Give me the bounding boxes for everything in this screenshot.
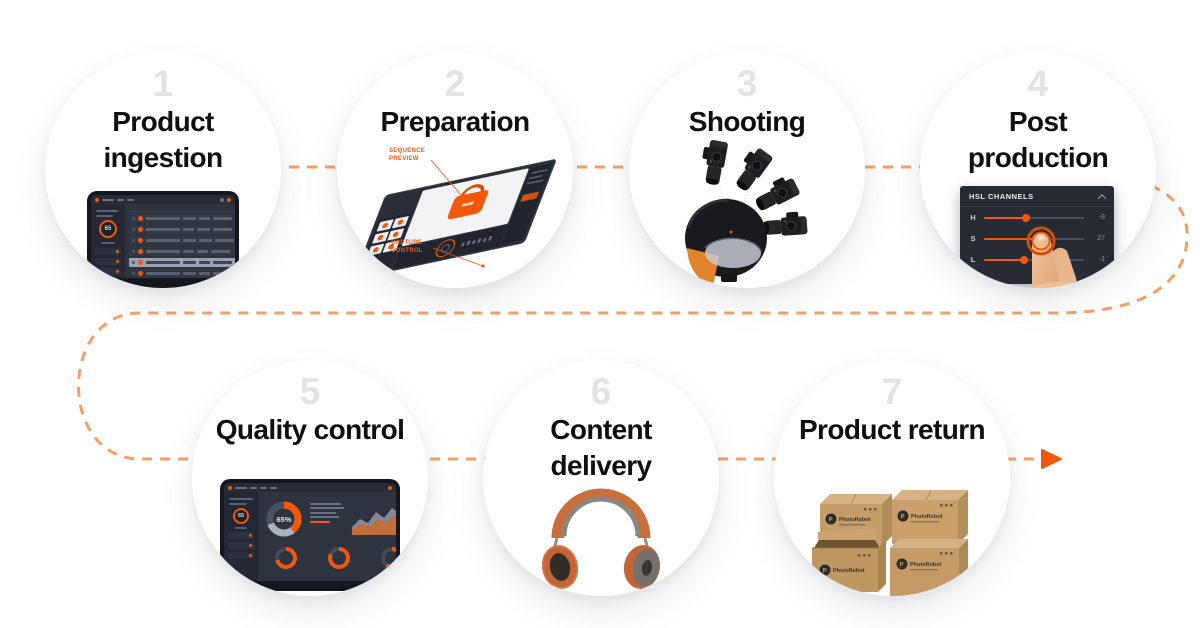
sequence-preview-label: SEQUENCE PREVIEW: [389, 148, 426, 162]
shipping-boxes-illustration: P PhotoRobot P PhotoRobot: [812, 490, 984, 596]
area-chart: [351, 504, 396, 535]
step-title: Product return: [798, 414, 986, 445]
logo-icon: [95, 197, 99, 202]
step-title: Product ingestion: [103, 106, 223, 173]
step-circle-quality-control: 5 Quality control 65: [192, 360, 428, 596]
svg-text:PhotoRobot: PhotoRobot: [911, 514, 943, 520]
capture-control-label: CAPTURE CONTROL: [391, 240, 423, 254]
step-title: Quality control: [215, 414, 405, 445]
donut-chart: 65%: [266, 501, 302, 537]
headphones-illustration: [541, 488, 661, 589]
left-ear-cup: [541, 545, 579, 589]
helmet: [685, 198, 767, 286]
step-title: Preparation: [380, 106, 531, 137]
analytics-dashboard-illustration: 65 65%: [220, 479, 400, 591]
step-title: Content delivery: [550, 414, 652, 481]
dashboard-sidebar: 65: [224, 492, 258, 581]
hue-slider-row: H -8: [970, 213, 1105, 222]
touching-hand-illustration: [1026, 226, 1094, 288]
table-row-selected: [129, 258, 235, 267]
step-number: 7: [881, 371, 903, 412]
step-circle-content-delivery: 6 Content delivery: [483, 360, 719, 596]
step-title: Post production: [967, 106, 1109, 173]
dashboard-sidebar: 65: [91, 204, 125, 278]
step-circle-product-ingestion: 1 Product ingestion 65: [45, 52, 281, 288]
kpi-ring: [275, 547, 298, 569]
table-row: [129, 225, 235, 234]
svg-text:P: P: [829, 517, 833, 523]
touch-ring-outer: [1026, 226, 1056, 256]
arrowhead-icon: [1041, 449, 1062, 469]
dashboard-navbar: [224, 483, 396, 492]
step-number: 1: [152, 63, 174, 104]
step-title: Shooting: [688, 106, 806, 137]
step-circle-product-return: 7 Product return P PhotoRobot: [774, 360, 1010, 596]
step-number: 2: [444, 63, 466, 104]
svg-text:PhotoRobot: PhotoRobot: [833, 568, 865, 574]
step-circle-preparation: 2 Preparation: [337, 52, 573, 288]
svg-text:P: P: [901, 514, 905, 520]
cardboard-box: P PhotoRobot: [890, 539, 968, 596]
callout-line: [430, 159, 468, 203]
hue-slider: [984, 213, 1084, 222]
saturation-value: 27: [1097, 235, 1105, 242]
rotation-gauge: 65: [233, 508, 249, 524]
step-number: 5: [299, 371, 321, 412]
table-row: [129, 247, 235, 256]
svg-text:P: P: [900, 562, 904, 568]
step-number: 3: [736, 63, 758, 104]
hsl-panel-title: HSL CHANNELS: [969, 192, 1034, 201]
sequence-thumbnails: [367, 216, 409, 256]
step-circle-shooting: 3 Shooting: [629, 52, 865, 288]
ingestion-dashboard-illustration: 65: [87, 191, 239, 288]
capture-app-illustration: [354, 159, 556, 279]
step-number: 6: [590, 371, 612, 412]
slider-knob: [1022, 213, 1030, 222]
dashboard-navbar: [91, 195, 235, 204]
step-circle-post-production: 4 Post production HSL CHANNELS H -8 S 27…: [920, 52, 1156, 288]
table-row: [129, 269, 235, 278]
kpi-ring: [327, 547, 350, 569]
right-ear-cup: [623, 545, 661, 589]
svg-text:PhotoRobot: PhotoRobot: [910, 562, 942, 568]
slider-knob: [1020, 255, 1028, 264]
lightness-value: -1: [1098, 256, 1105, 263]
donut-value: 65%: [276, 515, 291, 524]
product-table: [125, 204, 235, 278]
open-cardboard-box: P PhotoRobot: [812, 527, 886, 592]
cameras-helmet-illustration: [685, 138, 809, 286]
touch-ring-inner: [1031, 231, 1051, 251]
cardboard-box: P PhotoRobot: [892, 490, 968, 544]
table-row: [129, 214, 235, 223]
rotation-gauge: 65: [99, 220, 117, 238]
summary-text-block: [310, 497, 344, 525]
hand: [1028, 232, 1094, 288]
table-row: [129, 236, 235, 245]
kpi-ring: [380, 547, 396, 569]
svg-text:P: P: [823, 568, 827, 574]
logo-icon: [228, 485, 232, 490]
svg-text:PhotoRobot: PhotoRobot: [839, 517, 871, 523]
handbag-preview: [447, 184, 489, 220]
callout-line: [432, 247, 484, 267]
step-number: 4: [1027, 63, 1049, 104]
hue-value: -8: [1098, 214, 1105, 221]
